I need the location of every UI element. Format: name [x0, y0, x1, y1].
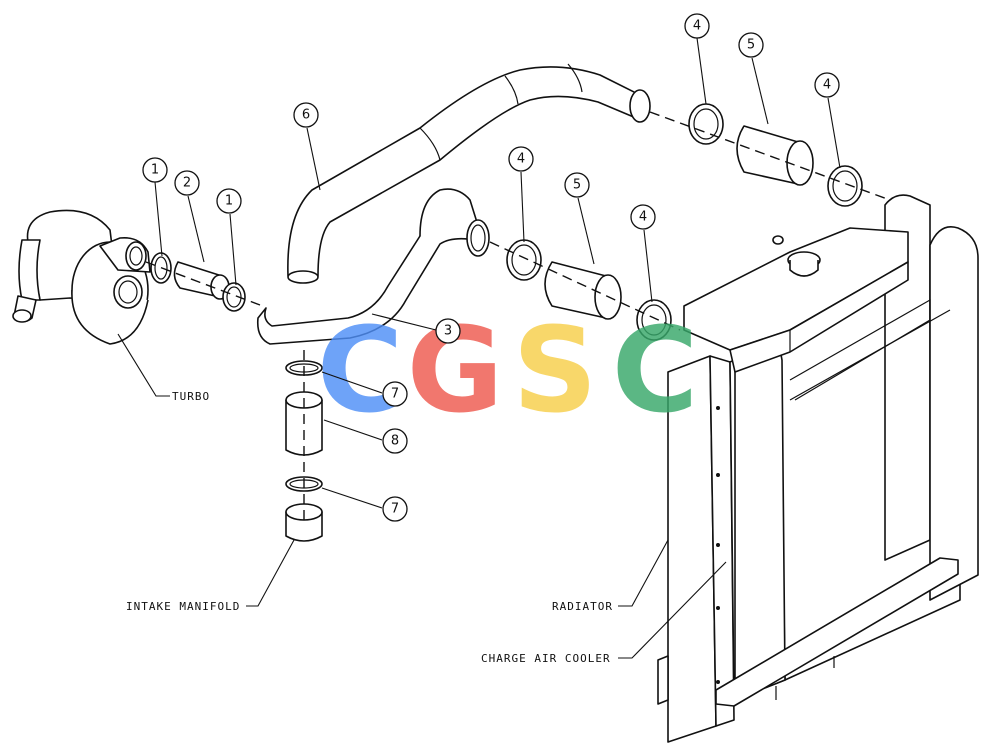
balloon-7a: 7 [391, 387, 399, 402]
clamp-4b [827, 165, 863, 207]
pipe-3 [256, 188, 490, 345]
watermark-letter-c2: C [612, 301, 699, 439]
balloons: 1 2 1 6 4 5 4 4 5 4 3 7 8 7 [142, 13, 840, 522]
label-radiator: RADIATOR [552, 600, 613, 613]
balloon-4a: 4 [693, 19, 701, 34]
watermark-letter-s: S [513, 301, 598, 439]
balloon-6: 6 [302, 108, 310, 123]
balloon-1b: 1 [225, 194, 233, 209]
centerlines [145, 111, 891, 520]
balloon-3: 3 [444, 324, 452, 339]
clamp-1b [222, 282, 246, 312]
balloon-4c: 4 [517, 152, 525, 167]
clamp-4c [506, 239, 542, 281]
balloon-4b: 4 [823, 78, 831, 93]
balloon-5b: 5 [573, 178, 581, 193]
leaders [117, 37, 841, 659]
label-charge-air-cooler: CHARGE AIR COOLER [481, 652, 611, 665]
balloon-4d: 4 [639, 210, 647, 225]
clamp-4a [688, 103, 724, 145]
balloon-7b: 7 [391, 502, 399, 517]
turbo [12, 209, 151, 345]
balloon-1a: 1 [151, 163, 159, 178]
radiator-assembly [657, 194, 979, 743]
pipe-6 [287, 63, 651, 284]
hose-2 [173, 261, 230, 300]
intake-manifold [285, 503, 323, 542]
clamp-4d [636, 299, 672, 341]
balloon-8: 8 [391, 434, 399, 449]
label-intake-manifold: INTAKE MANIFOLD [126, 600, 240, 613]
watermark: C G S C [317, 301, 699, 439]
cooler-bolts [716, 406, 720, 684]
balloon-2: 2 [183, 176, 191, 191]
label-turbo: TURBO [172, 390, 210, 403]
watermark-letter-c1: C [317, 301, 404, 439]
callout-labels: TURBO INTAKE MANIFOLD RADIATOR CHARGE AI… [126, 390, 613, 665]
balloon-5a: 5 [747, 38, 755, 53]
hose-5a [736, 125, 814, 186]
